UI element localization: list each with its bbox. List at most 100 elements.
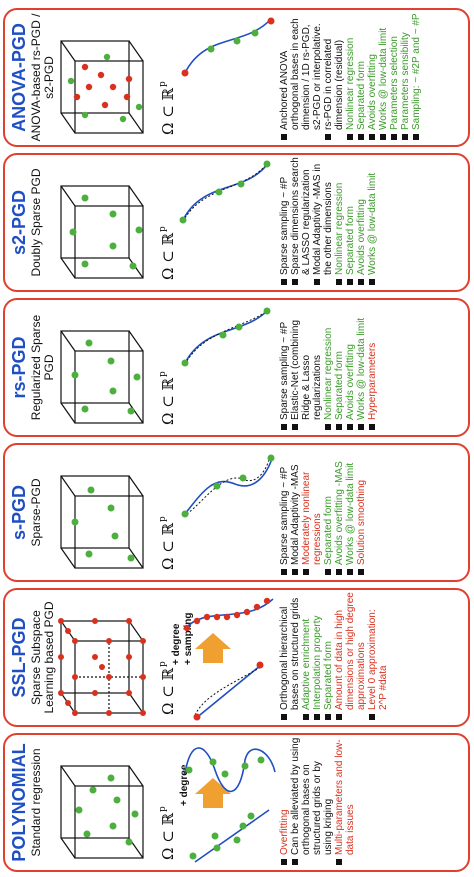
- bullet-item: Level 0 approximation: 2^P #data: [367, 592, 389, 720]
- panel-title: SSL-PGD: [9, 617, 29, 698]
- sample-points: [75, 774, 139, 846]
- bullet-item: Avoids overfitting: [345, 302, 356, 430]
- cube-icon: [60, 185, 144, 279]
- panel-diagram: Ω ⊂ ℝ p: [60, 160, 271, 280]
- bullet-item: Separated form: [334, 302, 345, 430]
- omega-superscript: p: [158, 81, 168, 87]
- panel-subtitle: Doubly Sparse PGD: [29, 168, 43, 277]
- bullet-item: Can be alleviated by using orthogonal ba…: [290, 737, 334, 865]
- panel-diagram: Ω ⊂ ℝ p: [60, 17, 275, 135]
- bullet-item: Separated form: [323, 447, 334, 575]
- bullet-list: Sparse sampling ~ #P Modal Adaptivity -M…: [279, 447, 367, 575]
- panel-subtitle: Standard regression: [29, 748, 43, 857]
- omega-label-text: Ω ⊂ ℝ: [159, 232, 177, 280]
- bullet-item: Avoids overfitting -MAS: [334, 447, 345, 575]
- bullet-item: Elastic-Net (combining Ridge & Lasso reg…: [290, 302, 323, 430]
- omega-superscript: p: [158, 371, 168, 377]
- panel-title: s-PGD: [9, 485, 29, 541]
- bullet-item: Works @ low-data limit: [345, 447, 356, 575]
- omega-superscript: p: [158, 806, 168, 812]
- arrow-label: + degree: [179, 764, 190, 806]
- omega-label-text: Ω ⊂ ℝ: [159, 522, 177, 570]
- grid-points: [58, 618, 146, 716]
- overfit-curve: [184, 747, 276, 793]
- bullet-item: Multi-parameters and low-data issues: [334, 737, 356, 865]
- bullet-list: Sparse sampling ~ #P Sparse dimensions s…: [279, 157, 378, 285]
- bullet-item: Modal Adaptivity -MAS in the other dimen…: [312, 157, 334, 285]
- panel-diagram: Ω ⊂ ℝ p + degree + sampling: [58, 597, 274, 721]
- anchor-points-green: [67, 53, 143, 123]
- panel-polynomial: POLYNOMIAL Standard regression Ω ⊂ ℝ p: [3, 733, 470, 872]
- panel-diagram: Ω ⊂ ℝ p: [60, 454, 275, 570]
- bullet-item: Moderately nonlinear regressions: [301, 447, 323, 575]
- coarse-fit: [193, 661, 264, 721]
- bullet-item: Hyperparameters: [367, 302, 378, 430]
- doubly-sparse-fit: [179, 160, 271, 224]
- bullet-item: Anchored ANOVA orthogonal bases in each …: [279, 12, 323, 140]
- bullet-item: Modal Adaptivity -MAS: [290, 447, 301, 575]
- bullet-item: Sparse sampling ~ #P: [279, 447, 290, 575]
- panel-subtitle: ANOVA-based rs-PGD / s2-PGD: [29, 13, 56, 142]
- panel-anova-pgd: ANOVA-PGD ANOVA-based rs-PGD / s2-PGD Ω …: [3, 8, 470, 147]
- anova-fit: [181, 17, 275, 77]
- panel-title: s2-PGD: [9, 189, 29, 256]
- arrow-icon: [195, 778, 231, 808]
- panel-subtitle: Sparse Subspace Learning based PGD: [29, 601, 56, 714]
- omega-superscript: p: [158, 516, 168, 522]
- bullet-item: Amount of data in high dimensions or hig…: [334, 592, 367, 720]
- regularized-fit: [181, 307, 271, 367]
- bullet-item: Avoids overfitting: [356, 157, 367, 285]
- panel-diagram: Ω ⊂ ℝ p: [60, 307, 271, 425]
- arrow-label: + sampling: [183, 612, 194, 665]
- panel-title: ANOVA-PGD: [9, 23, 29, 132]
- linear-fit-curve: [189, 809, 270, 863]
- bullet-item: Works @ low-data limit: [367, 157, 378, 285]
- omega-superscript: p: [158, 226, 168, 232]
- omega-label-text: Ω ⊂ ℝ: [159, 377, 177, 425]
- bullet-item: Orthogonal hierarchical bases on structu…: [279, 592, 301, 720]
- refined-fit: [183, 597, 274, 632]
- bullet-item: Separated form: [323, 592, 334, 720]
- bullet-item: Nonlinear regression: [334, 157, 345, 285]
- arrow-label: + degree: [171, 623, 182, 665]
- panel-subtitle: Sparse-PGD: [29, 478, 43, 547]
- bullet-item: Adaptive enrichment: [301, 592, 312, 720]
- cube-icon: [60, 475, 144, 569]
- bullet-item: Separated form: [356, 12, 367, 140]
- omega-label-text: Ω ⊂ ℝ: [159, 87, 177, 135]
- panel-title: rs-PGD: [9, 336, 29, 399]
- omega-label-text: Ω ⊂ ℝ: [159, 667, 177, 715]
- bullet-item: Overfitting: [279, 737, 290, 865]
- bullet-item: Parameters sensibility: [400, 12, 411, 140]
- omega-superscript: p: [158, 661, 168, 667]
- bullet-item: Works @ low-data limit: [356, 302, 367, 430]
- sample-points: [71, 486, 135, 562]
- panel-ssl-pgd: SSL-PGD Sparse Subspace Learning based P…: [3, 588, 470, 727]
- bullet-item: Sparse sampling ~ #P: [279, 302, 290, 430]
- cube-icon: [60, 40, 144, 134]
- bullet-list: Anchored ANOVA orthogonal bases in each …: [279, 12, 422, 140]
- bullet-item: Nonlinear regression: [345, 12, 356, 140]
- bullet-item: Works @ low-data limit: [378, 12, 389, 140]
- panel-title: POLYNOMIAL: [9, 743, 29, 862]
- sparse-fit: [181, 454, 275, 518]
- anchor-points-red: [73, 63, 133, 109]
- panel-rs-pgd: rs-PGD Regularized Sparse PGD Ω ⊂ ℝ p: [3, 298, 470, 437]
- panel-s2-pgd: s2-PGD Doubly Sparse PGD Ω ⊂ ℝ p: [3, 153, 470, 292]
- bullet-item: Interpolation property: [312, 592, 323, 720]
- bullet-list: Orthogonal hierarchical bases on structu…: [279, 592, 389, 720]
- bullet-list: Overfitting Can be alleviated by using o…: [279, 737, 356, 865]
- omega-label-text: Ω ⊂ ℝ: [159, 812, 177, 860]
- cube-icon: [60, 330, 144, 424]
- bullet-item: Avoids overfitting: [367, 12, 378, 140]
- bullet-item: Nonlinear regression: [323, 302, 334, 430]
- bullet-list: Sparse sampling ~ #P Elastic-Net (combin…: [279, 302, 378, 430]
- bullet-item: rs-PGD in correlated dimension (residual…: [323, 12, 345, 140]
- panel-diagram: Ω ⊂ ℝ p + degree: [60, 747, 276, 863]
- panel-subtitle: Regularized Sparse PGD: [29, 314, 56, 421]
- bullet-item: Separated form: [345, 157, 356, 285]
- arrow-icon: [195, 633, 231, 663]
- sample-points: [69, 194, 143, 270]
- bullet-item: Sparse dimensions search & LASSO regular…: [290, 157, 312, 285]
